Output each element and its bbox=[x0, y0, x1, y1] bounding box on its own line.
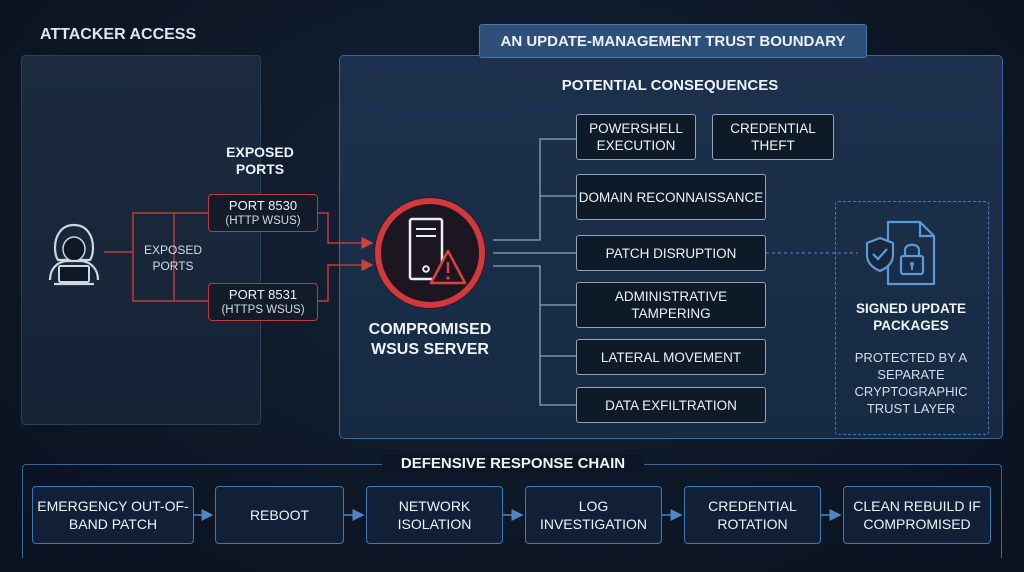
consequence-lateral-movement: LATERAL MOVEMENT bbox=[576, 339, 766, 375]
warning-icon bbox=[429, 249, 467, 285]
response-chain-title: DEFENSIVE RESPONSE CHAIN bbox=[382, 455, 644, 472]
port-protocol: (HTTPS WSUS) bbox=[221, 303, 305, 316]
response-step-emergency-patch: EMERGENCY OUT-OF-BAND PATCH bbox=[32, 486, 194, 544]
consequence-credential-theft: CREDENTIAL THEFT bbox=[712, 114, 834, 160]
attacker-access-title: ATTACKER ACCESS bbox=[40, 26, 197, 43]
port-number: PORT 8530 bbox=[228, 197, 298, 213]
signed-update-title: SIGNED UPDATE PACKAGES bbox=[855, 301, 966, 333]
consequence-administrative-tampering: ADMINISTRATIVE TAMPERING bbox=[576, 282, 766, 328]
consequence-powershell-execution: POWERSHELL EXECUTION bbox=[576, 114, 696, 160]
response-step-log-investigation: LOG INVESTIGATION bbox=[525, 486, 662, 544]
signed-update-subtitle: PROTECTED BY A SEPARATE CRYPTOGRAPHIC TR… bbox=[854, 350, 968, 416]
attacker-access-panel bbox=[21, 55, 261, 425]
potential-consequences-title: POTENTIAL CONSEQUENCES bbox=[561, 77, 779, 94]
response-step-reboot: REBOOT bbox=[215, 486, 344, 544]
exposed-ports-label: EXPOSED PORTS bbox=[143, 243, 203, 273]
response-step-clean-rebuild: CLEAN REBUILD IF COMPROMISED bbox=[843, 486, 991, 544]
trust-boundary-title: AN UPDATE-MANAGEMENT TRUST BOUNDARY bbox=[479, 24, 867, 58]
port-8531-box: PORT 8531 (HTTPS WSUS) bbox=[208, 283, 318, 321]
compromised-server-node bbox=[374, 197, 486, 309]
server-icon bbox=[408, 217, 444, 281]
port-8530-box: PORT 8530 (HTTP WSUS) bbox=[208, 194, 318, 232]
consequence-data-exfiltration: DATA EXFILTRATION bbox=[576, 387, 766, 423]
hacker-icon bbox=[48, 223, 100, 286]
response-step-network-isolation: NETWORK ISOLATION bbox=[366, 486, 503, 544]
consequence-patch-disruption: PATCH DISRUPTION bbox=[576, 235, 766, 271]
signed-update-panel bbox=[835, 201, 989, 435]
consequence-domain-reconnaissance: DOMAIN RECONNAISSANCE bbox=[576, 174, 766, 220]
port-protocol: (HTTP WSUS) bbox=[225, 214, 301, 227]
shield-check-icon bbox=[865, 236, 895, 273]
exposed-ports-title: EXPOSED PORTS bbox=[226, 144, 294, 177]
port-number: PORT 8531 bbox=[228, 286, 298, 302]
response-step-credential-rotation: CREDENTIAL ROTATION bbox=[684, 486, 821, 544]
signed-file-lock-icon bbox=[865, 220, 936, 286]
compromised-server-label: COMPROMISED WSUS SERVER bbox=[368, 321, 492, 358]
